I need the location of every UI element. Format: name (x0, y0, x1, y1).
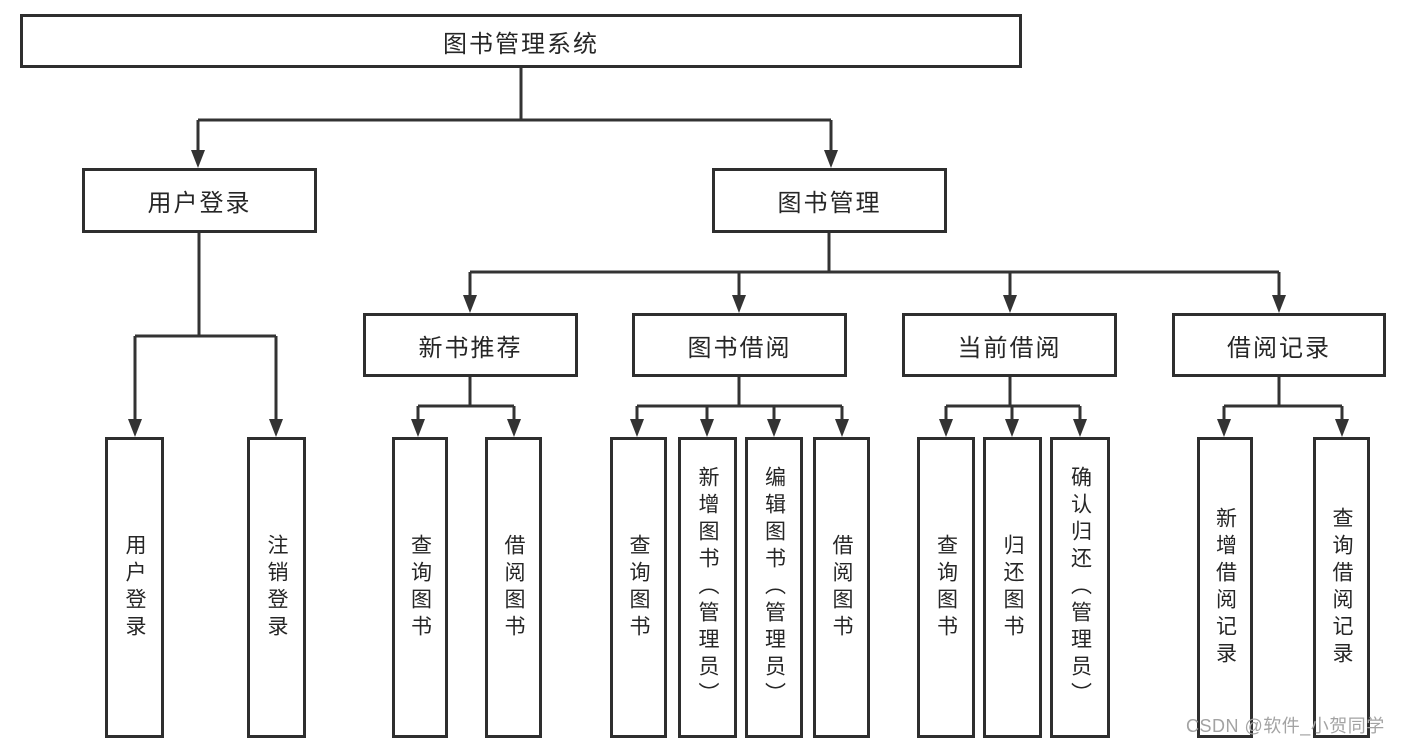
node-label: 注销登录 (265, 533, 288, 642)
node-borrowing-records: 借阅记录 (1172, 313, 1386, 377)
node-label: 查询借阅记录 (1330, 506, 1353, 669)
node-label: 新书推荐 (418, 334, 523, 362)
node-label: 当前借阅 (957, 334, 1062, 362)
node-login: 用户登录 (105, 437, 164, 738)
node-label: 查询图书 (627, 533, 650, 642)
node-current-return-books: 归还图书 (983, 437, 1042, 738)
node-user-login: 用户登录 (82, 168, 317, 233)
node-new-book-recommendation: 新书推荐 (363, 313, 578, 377)
node-current-confirm-return-admin: 确认归还（管理员） (1050, 437, 1110, 738)
node-recommend-query-books: 查询图书 (392, 437, 448, 738)
node-borrow-query-books: 查询图书 (610, 437, 667, 738)
node-label: 新增借阅记录 (1213, 506, 1237, 669)
node-label: 图书管理系统 (443, 30, 599, 58)
node-borrow-borrow-books: 借阅图书 (813, 437, 870, 738)
node-label: 借阅图书 (502, 533, 525, 642)
node-library-system: 图书管理系统 (20, 14, 1022, 68)
node-book-borrowing: 图书借阅 (632, 313, 847, 377)
node-borrow-edit-book-admin: 编辑图书（管理员） (745, 437, 803, 738)
node-label: 借阅图书 (830, 533, 853, 642)
node-borrow-add-book-admin: 新增图书（管理员） (678, 437, 737, 738)
node-label: 图书借阅 (687, 334, 792, 362)
node-logout: 注销登录 (247, 437, 306, 738)
node-records-query-record: 查询借阅记录 (1313, 437, 1370, 738)
node-recommend-borrow-books: 借阅图书 (485, 437, 542, 738)
node-label: 确认归还（管理员） (1068, 466, 1092, 709)
node-current-query-books: 查询图书 (917, 437, 975, 738)
arrow-down-icons (128, 150, 1349, 437)
node-label: 用户登录 (123, 533, 146, 642)
node-label: 新增图书（管理员） (696, 466, 719, 709)
node-current-borrowing: 当前借阅 (902, 313, 1117, 377)
node-label: 查询图书 (934, 533, 958, 642)
watermark: CSDN @软件_小贺同学 (1186, 716, 1385, 736)
node-records-add-record: 新增借阅记录 (1197, 437, 1253, 738)
node-label: 编辑图书（管理员） (762, 466, 786, 709)
node-label: 图书管理 (777, 190, 882, 217)
node-label: 用户登录 (147, 190, 252, 217)
node-book-management: 图书管理 (712, 168, 947, 233)
node-label: 查询图书 (408, 533, 432, 642)
node-label: 归还图书 (1001, 533, 1024, 642)
node-label: 借阅记录 (1227, 334, 1331, 362)
